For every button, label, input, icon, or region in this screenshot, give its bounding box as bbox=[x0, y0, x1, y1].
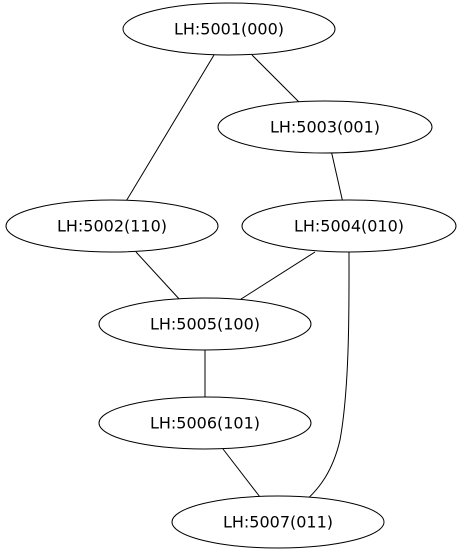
node-label: LH:5005(100) bbox=[150, 315, 260, 334]
node-lh-5001[interactable]: LH:5001(000) bbox=[122, 2, 336, 56]
edge-5006-5007 bbox=[222, 448, 261, 498]
node-lh-5002[interactable]: LH:5002(110) bbox=[5, 199, 219, 253]
node-lh-5006[interactable]: LH:5006(101) bbox=[98, 396, 312, 450]
node-lh-5003[interactable]: LH:5003(001) bbox=[217, 100, 433, 154]
node-lh-5004[interactable]: LH:5004(010) bbox=[241, 199, 457, 253]
node-lh-5007[interactable]: LH:5007(011) bbox=[171, 495, 385, 549]
edge-5001-5003 bbox=[251, 54, 302, 105]
node-label: LH:5002(110) bbox=[57, 217, 167, 236]
edge-5003-5004 bbox=[330, 149, 344, 204]
nodes-layer: LH:5001(000) LH:5003(001) LH:5002(110) L… bbox=[5, 2, 457, 549]
edge-5002-5005 bbox=[135, 251, 182, 302]
node-label: LH:5001(000) bbox=[174, 20, 284, 39]
edges-layer bbox=[124, 54, 350, 508]
node-label: LH:5003(001) bbox=[270, 118, 380, 137]
edge-5001-5002 bbox=[124, 54, 215, 204]
edge-5004-5005 bbox=[237, 251, 316, 302]
edge-5004-5007 bbox=[297, 251, 350, 508]
node-lh-5005[interactable]: LH:5005(100) bbox=[98, 297, 312, 351]
node-label: LH:5006(101) bbox=[150, 414, 260, 433]
node-label: LH:5007(011) bbox=[223, 513, 333, 532]
node-label: LH:5004(010) bbox=[294, 217, 404, 236]
